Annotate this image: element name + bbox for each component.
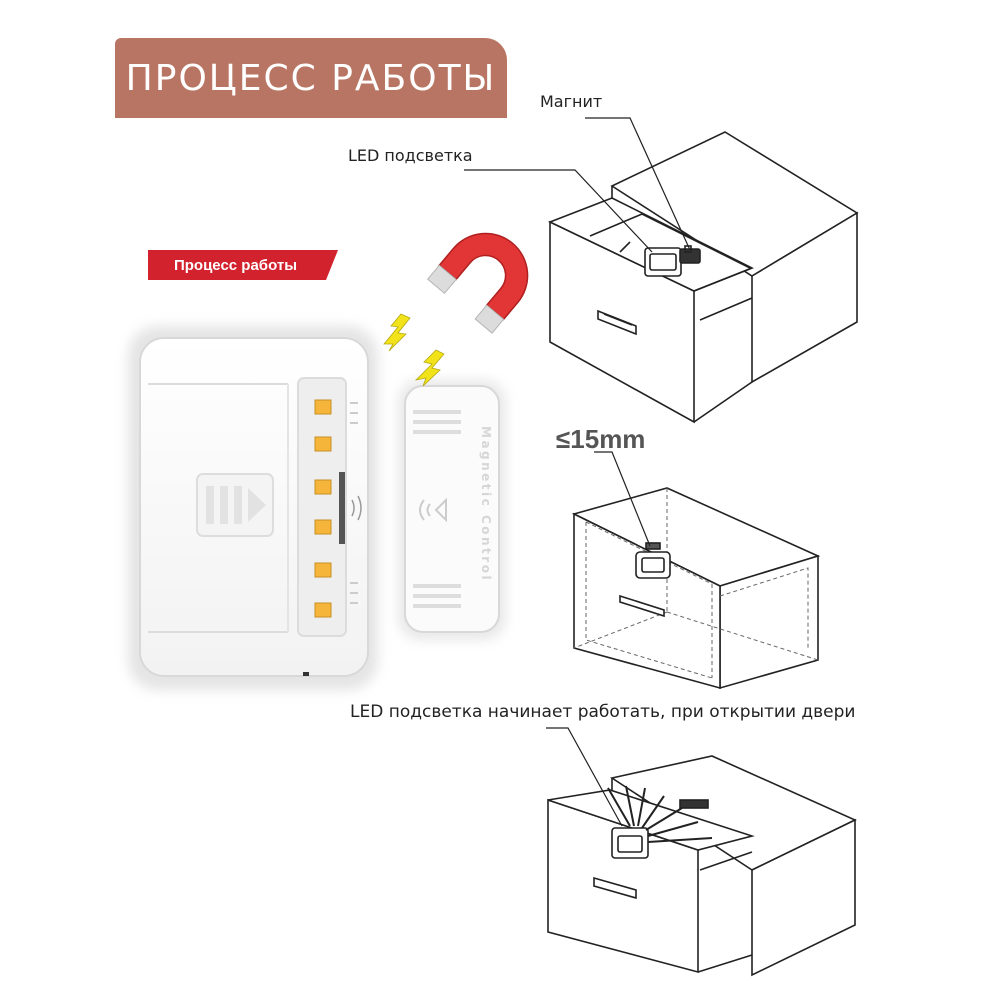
tag-label: Процесс работы [173,256,298,274]
led-label-bottom: LED подсветка начинает работать, при отк… [350,702,856,722]
magnetic-sensor: Magnetic Control [398,380,506,640]
tag-shape [148,250,338,280]
magnetic-field-icon [383,313,445,387]
callout-lines-top [464,117,691,253]
header-banner: ПРОЦЕСС РАБОТЫ [115,38,507,118]
signal-icon [351,495,362,521]
cabinet-closed-middle [571,487,821,690]
callout-line-bottom [546,727,623,827]
light-rays [607,785,713,843]
led-label-top: LED подсветка [348,146,473,165]
process-tag: Процесс работы [148,250,338,280]
cabinet-open-top [547,131,859,424]
magnet-icon [426,232,529,334]
sensor-text: Magnetic Control [479,426,493,582]
page-title: ПРОЦЕСС РАБОТЫ [125,57,497,99]
led-device [128,326,378,690]
magnet-label: Магнит [540,92,603,111]
led-strip [297,377,347,637]
distance-label: ≤15mm [556,424,646,454]
callout-line-distance [594,451,651,547]
cabinet-open-bottom [547,755,857,977]
